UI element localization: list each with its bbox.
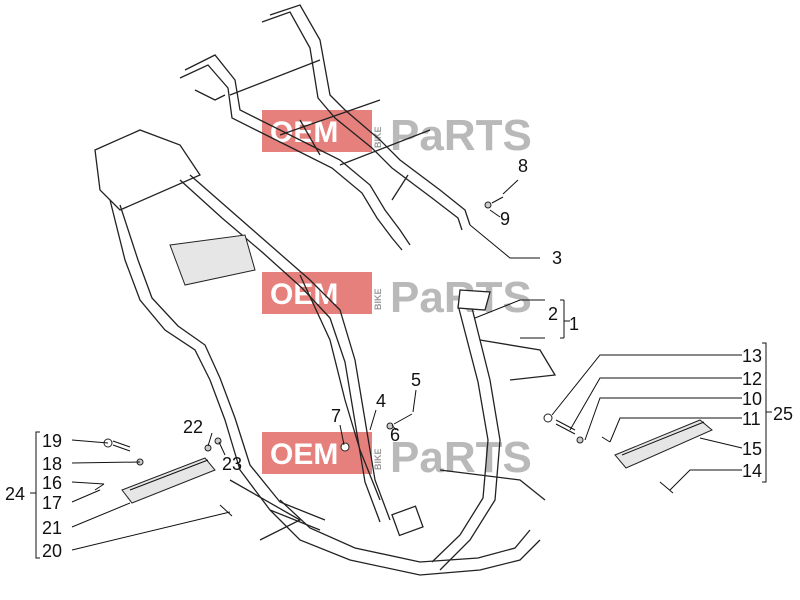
callout-10: 10	[742, 389, 762, 409]
callout-6: 6	[390, 425, 400, 445]
callout-21: 21	[42, 518, 62, 538]
callout-17: 17	[42, 493, 62, 513]
callout-20: 20	[42, 541, 62, 561]
watermark-top: OEM BIKE PaRTS	[262, 110, 532, 160]
watermark-parts-text: PaRTS	[390, 111, 532, 160]
watermark-oem-text: OEM	[270, 116, 338, 149]
callout-14: 14	[742, 461, 762, 481]
callout-15: 15	[742, 439, 762, 459]
main-frame-drawing	[94, 129, 557, 576]
leader-lines	[30, 179, 772, 559]
callout-13: 13	[742, 346, 762, 366]
callout-9: 9	[500, 209, 510, 229]
rear-subframe-drawing	[179, 4, 471, 251]
callout-12: 12	[742, 369, 762, 389]
callout-23: 23	[222, 454, 242, 474]
watermark-bike-text: BIKE	[373, 288, 383, 310]
watermark-oem-text: OEM	[270, 438, 338, 471]
watermark-bottom: OEM BIKE PaRTS	[262, 432, 532, 482]
watermark-parts-text: PaRTS	[390, 433, 532, 482]
callout-25: 25	[773, 404, 793, 424]
callout-11: 11	[742, 409, 761, 429]
callout-7: 7	[331, 406, 341, 426]
footrest-left-drawing	[121, 457, 216, 504]
callout-22: 22	[183, 417, 203, 437]
watermark-bike-text: BIKE	[373, 448, 383, 470]
callout-16: 16	[42, 473, 62, 493]
callout-labels: 3 8 9 2 1 5 4 6 7 13 12 10 11 15 14 25 1…	[5, 156, 793, 561]
callout-2: 2	[548, 304, 558, 324]
callout-1: 1	[569, 314, 579, 334]
callout-3: 3	[552, 248, 562, 268]
footrest-right-drawing	[614, 419, 713, 469]
callout-24: 24	[5, 484, 25, 504]
callout-4: 4	[376, 391, 386, 411]
callout-5: 5	[411, 370, 421, 390]
callout-18: 18	[42, 454, 62, 474]
callout-19: 19	[42, 431, 62, 451]
callout-8: 8	[518, 156, 528, 176]
watermark-bike-text: BIKE	[373, 126, 383, 148]
